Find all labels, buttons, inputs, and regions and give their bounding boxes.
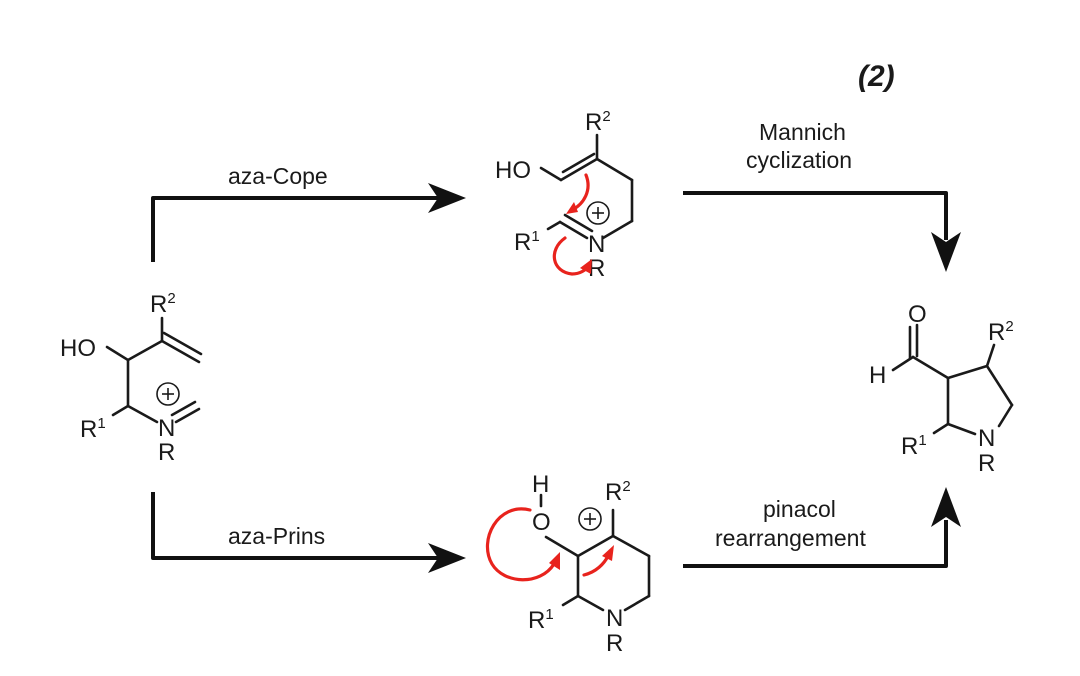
atom-r2: R2 bbox=[585, 108, 611, 136]
starting-iminium-ion: HO R2 R1 N R bbox=[60, 290, 203, 466]
atom-r2: R2 bbox=[150, 290, 176, 318]
label-mannich: Mannich bbox=[759, 119, 846, 145]
atom-o: O bbox=[908, 301, 927, 328]
atom-r2: R2 bbox=[605, 478, 631, 506]
atom-r: R bbox=[158, 439, 175, 466]
label-aza-cope: aza-Cope bbox=[228, 163, 328, 189]
atom-o: O bbox=[532, 509, 551, 536]
electron-push-arrow-icon bbox=[582, 545, 614, 577]
positive-charge-icon bbox=[586, 201, 610, 225]
atom-ho: HO bbox=[495, 157, 531, 184]
atom-n: N bbox=[978, 425, 995, 452]
atom-r1: R1 bbox=[901, 432, 927, 460]
aza-prins-intermediate: H O R2 R1 N R bbox=[486, 471, 651, 657]
label-rearrangement: rearrangement bbox=[715, 525, 866, 551]
positive-charge-icon bbox=[578, 507, 602, 531]
electron-push-arrow-icon bbox=[552, 236, 592, 276]
atom-r1: R1 bbox=[80, 415, 106, 443]
arrow-aza-prins: aza-Prins bbox=[151, 492, 466, 573]
atom-n: N bbox=[588, 231, 605, 258]
atom-n: N bbox=[606, 605, 623, 632]
electron-push-arrow-icon bbox=[566, 173, 590, 214]
label-aza-prins: aza-Prins bbox=[228, 523, 325, 549]
label-pinacol: pinacol bbox=[763, 496, 836, 522]
arrow-pinacol-rearrangement: pinacol rearrangement bbox=[683, 487, 961, 568]
atom-ho: HO bbox=[60, 335, 96, 362]
atom-r: R bbox=[978, 450, 995, 477]
aza-cope-intermediate: HO R2 R1 N R bbox=[495, 108, 634, 282]
scheme-number: (2) bbox=[858, 60, 895, 93]
atom-h: H bbox=[869, 362, 886, 389]
atom-r1: R1 bbox=[514, 228, 540, 256]
atom-r: R bbox=[588, 255, 605, 282]
arrow-aza-cope: aza-Cope bbox=[151, 163, 466, 262]
atom-r2: R2 bbox=[988, 318, 1014, 346]
atom-r: R bbox=[606, 630, 623, 657]
label-cyclization: cyclization bbox=[746, 147, 852, 173]
atom-n: N bbox=[158, 415, 175, 442]
product-pyrrolidine-aldehyde: O H R2 R1 N R bbox=[869, 301, 1014, 477]
positive-charge-icon bbox=[156, 382, 180, 406]
electron-push-arrow-icon bbox=[486, 507, 560, 582]
arrow-mannich-cyclization: Mannich cyclization bbox=[683, 119, 961, 272]
atom-h: H bbox=[532, 471, 549, 498]
atom-r1: R1 bbox=[528, 606, 554, 634]
